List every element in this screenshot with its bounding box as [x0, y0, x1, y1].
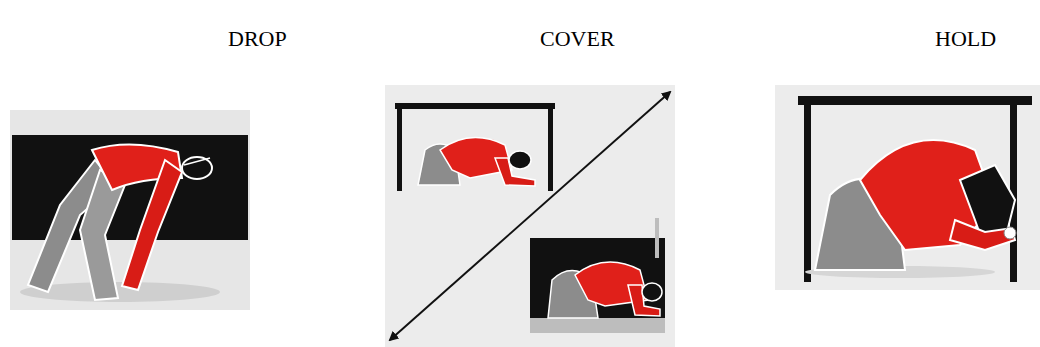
drop-picture: [10, 110, 250, 310]
panel-heading: DROP: [228, 28, 287, 50]
panel-heading: COVER: [540, 28, 615, 50]
hold-picture: [775, 85, 1040, 290]
cover-panel: COVER: [383, 20, 678, 347]
drop-panel: DROP: [8, 20, 253, 312]
panel-heading: HOLD: [935, 28, 996, 50]
hold-panel: HOLD: [773, 20, 1040, 292]
cover-picture: [385, 85, 675, 347]
